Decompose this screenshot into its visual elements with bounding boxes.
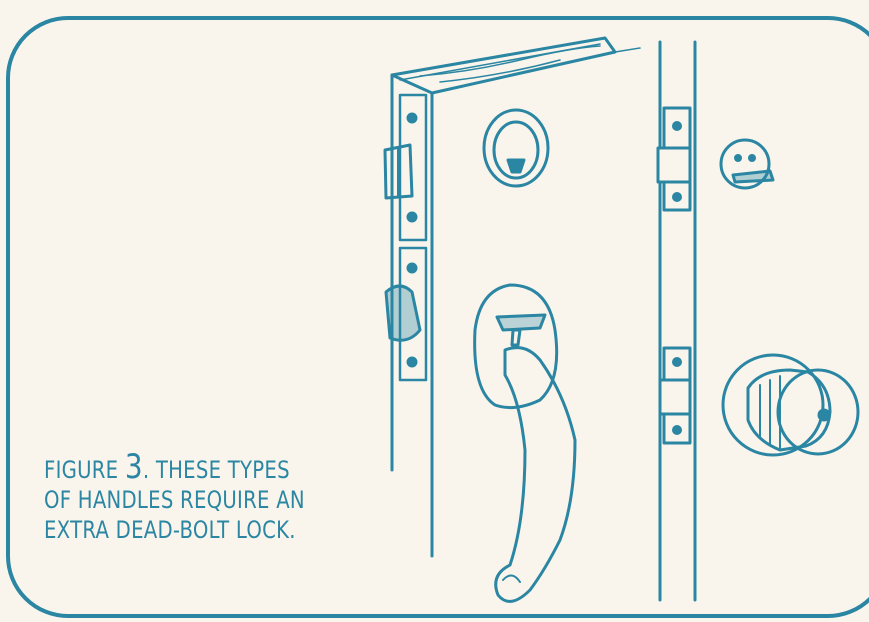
deadbolt-cylinder bbox=[484, 110, 548, 186]
handleset bbox=[475, 285, 575, 601]
strike-plate-upper bbox=[658, 108, 690, 210]
strike-plate-lower bbox=[660, 348, 690, 443]
thumb-turn bbox=[721, 140, 773, 188]
door-knob bbox=[723, 355, 858, 455]
caption-line-1: FIGURE 3. THESE TYPES bbox=[44, 452, 327, 485]
figure-number: 3 bbox=[125, 447, 143, 487]
door-slab bbox=[392, 38, 640, 556]
figure-word: FIGURE bbox=[44, 456, 118, 484]
caption-line-2: OF HANDLES REQUIRE AN bbox=[44, 485, 327, 515]
caption-line-3: EXTRA DEAD-BOLT LOCK. bbox=[44, 515, 327, 545]
caption-line-1-rest: . THESE TYPES bbox=[143, 456, 290, 484]
figure-caption: FIGURE 3. THESE TYPES OF HANDLES REQUIRE… bbox=[44, 452, 327, 545]
